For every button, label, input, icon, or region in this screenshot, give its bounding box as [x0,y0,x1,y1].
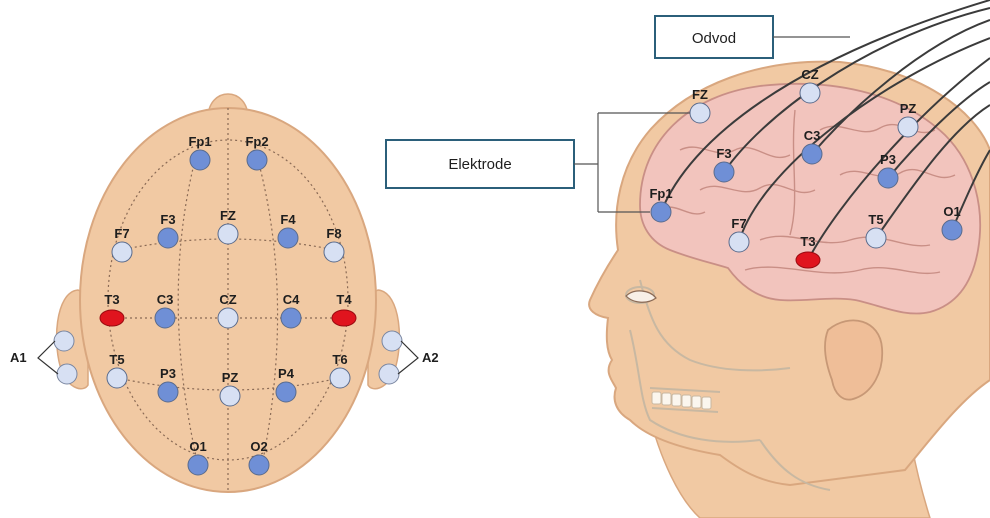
top-electrode-c3 [155,308,175,328]
side-electrode-label-o1: O1 [943,204,960,219]
top-electrode-p3 [158,382,178,402]
side-electrode-fp1 [651,202,671,222]
top-electrode-f8 [324,242,344,262]
elektrode-label: Elektrode [448,156,511,173]
side-electrode-t5 [866,228,886,248]
top-electrode-f4 [278,228,298,248]
side-view-head [589,62,990,518]
top-electrode-fp2 [247,150,267,170]
top-electrode-f7 [112,242,132,262]
top-electrode-t5 [107,368,127,388]
side-electrode-label-p3: P3 [880,152,896,167]
top-electrode-f3 [158,228,178,248]
top-electrode-label-t4: T4 [336,292,352,307]
side-electrode-c3 [802,144,822,164]
top-electrode-label-cz: CZ [219,292,236,307]
top-electrode-c4 [281,308,301,328]
top-electrode-t3 [100,310,124,326]
side-electrode-label-fp1: Fp1 [649,186,672,201]
top-electrode-label-t6: T6 [332,352,347,367]
side-electrode-pz [898,117,918,137]
a2-label: A2 [422,350,439,365]
side-electrode-f7 [729,232,749,252]
side-electrode-label-cz: CZ [801,67,818,82]
side-electrode-cz [800,83,820,103]
a1-upper-electrode [54,331,74,351]
side-electrode-label-t3: T3 [800,234,815,249]
side-electrode-t3 [796,252,820,268]
callout-odvod: Odvod [655,16,850,58]
top-electrode-label-pz: PZ [222,370,239,385]
top-electrode-o1 [188,455,208,475]
a2-upper-electrode [382,331,402,351]
top-electrode-label-o2: O2 [250,439,267,454]
side-electrode-o1 [942,220,962,240]
top-electrode-label-t5: T5 [109,352,124,367]
top-electrode-o2 [249,455,269,475]
top-electrode-label-fz: FZ [220,208,236,223]
top-electrode-label-c4: C4 [283,292,300,307]
top-electrode-label-p4: P4 [278,366,295,381]
top-electrode-label-f8: F8 [326,226,341,241]
a2-lower-electrode [379,364,399,384]
side-electrode-label-f3: F3 [716,146,731,161]
side-electrode-label-fz: FZ [692,87,708,102]
top-electrode-cz [218,308,238,328]
top-electrode-label-fp1: Fp1 [188,134,211,149]
top-electrode-t4 [332,310,356,326]
top-electrode-p4 [276,382,296,402]
top-electrode-label-o1: O1 [189,439,206,454]
top-electrode-fp1 [190,150,210,170]
top-electrode-label-p3: P3 [160,366,176,381]
top-electrode-pz [220,386,240,406]
top-electrode-t6 [330,368,350,388]
a1-label: A1 [10,350,27,365]
side-electrode-f3 [714,162,734,182]
side-electrode-label-f7: F7 [731,216,746,231]
top-electrode-label-f7: F7 [114,226,129,241]
top-electrode-label-c3: C3 [157,292,174,307]
side-electrode-label-c3: C3 [804,128,821,143]
side-electrode-label-t5: T5 [868,212,883,227]
side-electrode-label-pz: PZ [900,101,917,116]
top-electrode-label-fp2: Fp2 [245,134,268,149]
top-electrode-label-f4: F4 [280,212,296,227]
top-electrode-fz [218,224,238,244]
a1-lower-electrode [57,364,77,384]
odvod-label: Odvod [692,30,736,47]
top-electrode-label-f3: F3 [160,212,175,227]
top-electrode-label-t3: T3 [104,292,119,307]
side-electrode-p3 [878,168,898,188]
side-electrode-fz [690,103,710,123]
